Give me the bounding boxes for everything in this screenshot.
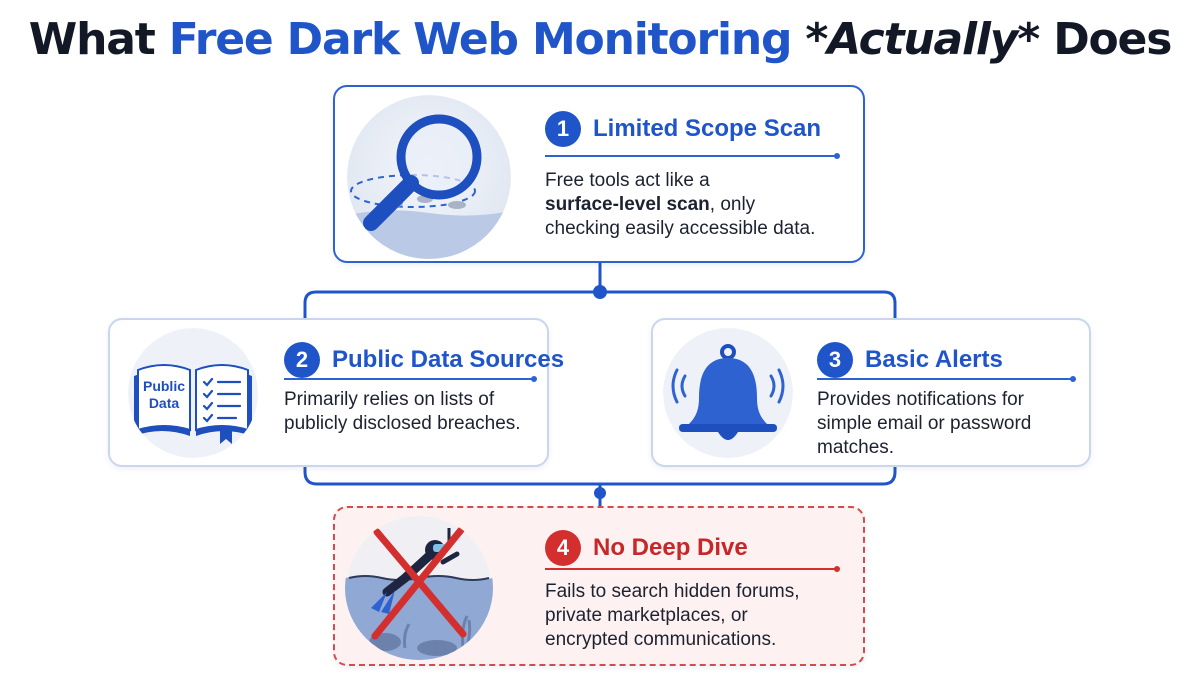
magnifying-glass-icon — [347, 95, 511, 259]
step-heading: Public Data Sources — [332, 346, 565, 373]
step-number-badge: 3 — [817, 342, 853, 378]
crossed-out-diver-icon — [345, 516, 493, 660]
svg-text:Data: Data — [149, 395, 180, 411]
step-heading: Basic Alerts — [865, 346, 1003, 373]
heading-divider — [545, 153, 840, 159]
svg-text:Public: Public — [143, 378, 185, 394]
card-limited-scope-scan: 1 Limited Scope Scan Free tools act like… — [333, 85, 865, 263]
bell-icon — [663, 328, 793, 458]
step-heading: Limited Scope Scan — [593, 115, 822, 142]
step-number-badge: 2 — [284, 342, 320, 378]
card-basic-alerts: 3 Basic Alerts Provides notifications fo… — [651, 318, 1091, 467]
step-number-badge: 4 — [545, 530, 581, 566]
step-description: Provides notifications for simple email … — [817, 389, 1032, 458]
step-number-badge: 1 — [545, 111, 581, 147]
heading-divider — [545, 566, 840, 572]
page-title: What Free Dark Web Monitoring *Actually*… — [28, 14, 1173, 65]
connector-node-top — [593, 285, 607, 299]
step-heading: No Deep Dive — [593, 534, 748, 561]
heading-divider — [817, 376, 1076, 382]
heading-divider — [284, 376, 537, 382]
card-public-data-sources: Public Data 2 Public Data Sources Primar… — [108, 318, 564, 467]
step-description: Fails to search hidden forums, private m… — [545, 581, 800, 650]
connector-node-bottom — [594, 487, 606, 499]
open-book-checklist-icon: Public Data — [128, 328, 258, 458]
step-description: Primarily relies on lists of publicly di… — [284, 389, 521, 434]
card-no-deep-dive: 4 No Deep Dive Fails to search hidden fo… — [333, 506, 865, 666]
